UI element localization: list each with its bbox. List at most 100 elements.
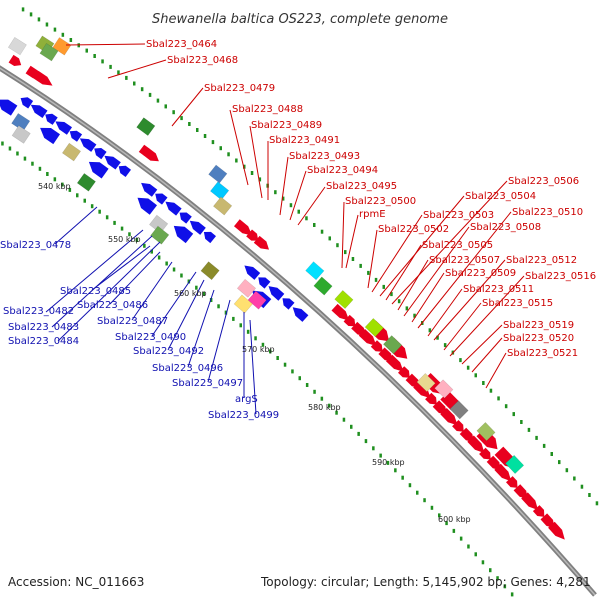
gene-label[interactable]: Sbal223_0484 [8,336,79,347]
gene-label[interactable]: Sbal223_0483 [8,322,79,333]
gene-label[interactable]: Sbal223_0519 [503,320,574,331]
gc-content-dot [405,306,409,311]
gene-label[interactable]: Sbal223_0493 [289,151,360,162]
label-leader-line [345,214,359,269]
gene-label[interactable]: Sbal223_0509 [445,268,516,279]
gc-content-dot [211,140,215,145]
gene-label[interactable]: Sbal223_0479 [204,83,275,94]
gene-label[interactable]: Sbal223_0489 [251,120,322,131]
gene-label[interactable]: Sbal223_0495 [326,181,397,192]
gene-label[interactable]: Sbal223_0494 [307,165,378,176]
cog-category-block [136,117,156,136]
gene-label[interactable]: Sbal223_0486 [77,300,148,311]
kbp-label-550: 550 kbp [108,235,141,244]
gene-label[interactable]: rpmE [359,209,386,220]
label-leader-line [379,195,465,297]
gene-label[interactable]: Sbal223_0505 [422,240,493,251]
cog-category-block [236,278,257,298]
gene-label[interactable]: Sbal223_0499 [208,410,279,421]
gene-label[interactable]: Sbal223_0507 [429,255,500,266]
gene-label[interactable]: Sbal223_0511 [463,284,534,295]
gene-label[interactable]: Sbal223_0504 [465,191,536,202]
forward-gene-arrow [494,463,512,482]
accession-text: Accession: NC_011663 [8,575,144,589]
gene-features [0,35,565,540]
gene-label[interactable]: Sbal223_0488 [232,104,303,115]
forward-gene-arrow [479,447,491,460]
gene-label[interactable]: Sbal223_0491 [269,135,340,146]
forward-gene-arrow [506,476,518,488]
label-leader-line [131,261,173,321]
gc-content-dot [239,323,242,328]
gene-label[interactable]: Sbal223_0490 [115,332,186,343]
gc-content-dot [443,343,447,348]
kbp-label-540: 540 kbp [38,182,71,191]
gene-label[interactable]: Sbal223_0464 [146,39,217,50]
gene-label[interactable]: Sbal223_0502 [378,224,449,235]
gene-label[interactable]: Sbal223_0482 [3,306,74,317]
gene-label[interactable]: Sbal223_0468 [167,55,238,66]
forward-gene-arrow [532,505,545,517]
gc-content-dot [128,232,131,237]
gene-label[interactable]: Sbal223_0510 [512,207,583,218]
gc-content-dot [497,396,500,401]
gc-content-dot [367,270,370,275]
gc-content-dot [109,64,112,69]
gene-label[interactable]: Sbal223_0515 [482,298,553,309]
gc-content-dot [195,285,198,290]
gene-label[interactable]: Sbal223_0503 [423,210,494,221]
cog-category-block [11,112,31,132]
reverse-gene-arrow [179,212,192,224]
cog-category-block [11,125,31,144]
gc-content-dot [328,236,331,241]
reverse-gene-arrow [118,165,131,177]
forward-gene-arrow [33,70,53,86]
gc-content-dot [140,87,144,92]
reverse-gene-arrow [292,307,309,322]
gc-content-dot [21,7,25,12]
gc-content-dot [61,182,64,187]
forward-gene-arrow [8,54,22,66]
gc-content-dot [219,146,222,151]
gene-label[interactable]: Sbal223_0496 [152,363,223,374]
cog-category-block [7,36,27,56]
gc-content-dot [180,116,183,121]
forward-gene-arrow [459,427,475,443]
gc-content-dot [335,410,338,415]
gc-content-dot [397,299,401,304]
gene-label[interactable]: Sbal223_0516 [525,271,596,282]
gc-content-dot [390,292,393,297]
gc-content-dot [98,209,101,214]
gene-label[interactable]: Sbal223_0487 [97,316,168,327]
kbp-label-580: 580 kbp [308,403,341,412]
cog-category-block [200,261,220,281]
gc-content-dot [188,122,191,126]
gene-label[interactable]: Sbal223_0485 [60,286,131,297]
gene-label[interactable]: Sbal223_0521 [507,348,578,359]
gene-label[interactable]: Sbal223_0506 [508,176,579,187]
gene-label[interactable]: Sbal223_0492 [133,346,204,357]
gc-content-dot [328,403,331,408]
gc-content-dot [459,358,462,363]
forward-gene-arrow [413,381,431,399]
reverse-gene-arrow [155,193,168,205]
gene-label[interactable]: Sbal223_0512 [506,255,577,266]
genome-backbone [0,65,597,597]
reverse-gene-arrow [104,155,121,170]
gc-content-dot [558,460,561,465]
gene-label[interactable]: Sbal223_0478 [0,240,71,251]
gene-label[interactable]: Sbal223_0508 [470,222,541,233]
gene-label[interactable]: argS [235,394,258,405]
gene-label[interactable]: Sbal223_0500 [345,196,416,207]
cog-category-block [313,276,333,296]
gene-label[interactable]: Sbal223_0520 [503,333,574,344]
gc-content-dot [261,342,265,347]
gc-content-dot [382,284,385,289]
gc-content-dot [196,128,199,132]
gc-content-dot [305,216,308,221]
gc-content-dot [172,110,175,115]
reverse-gene-arrow [88,161,109,179]
gc-content-dot [180,273,183,278]
gene-label[interactable]: Sbal223_0497 [172,378,243,389]
